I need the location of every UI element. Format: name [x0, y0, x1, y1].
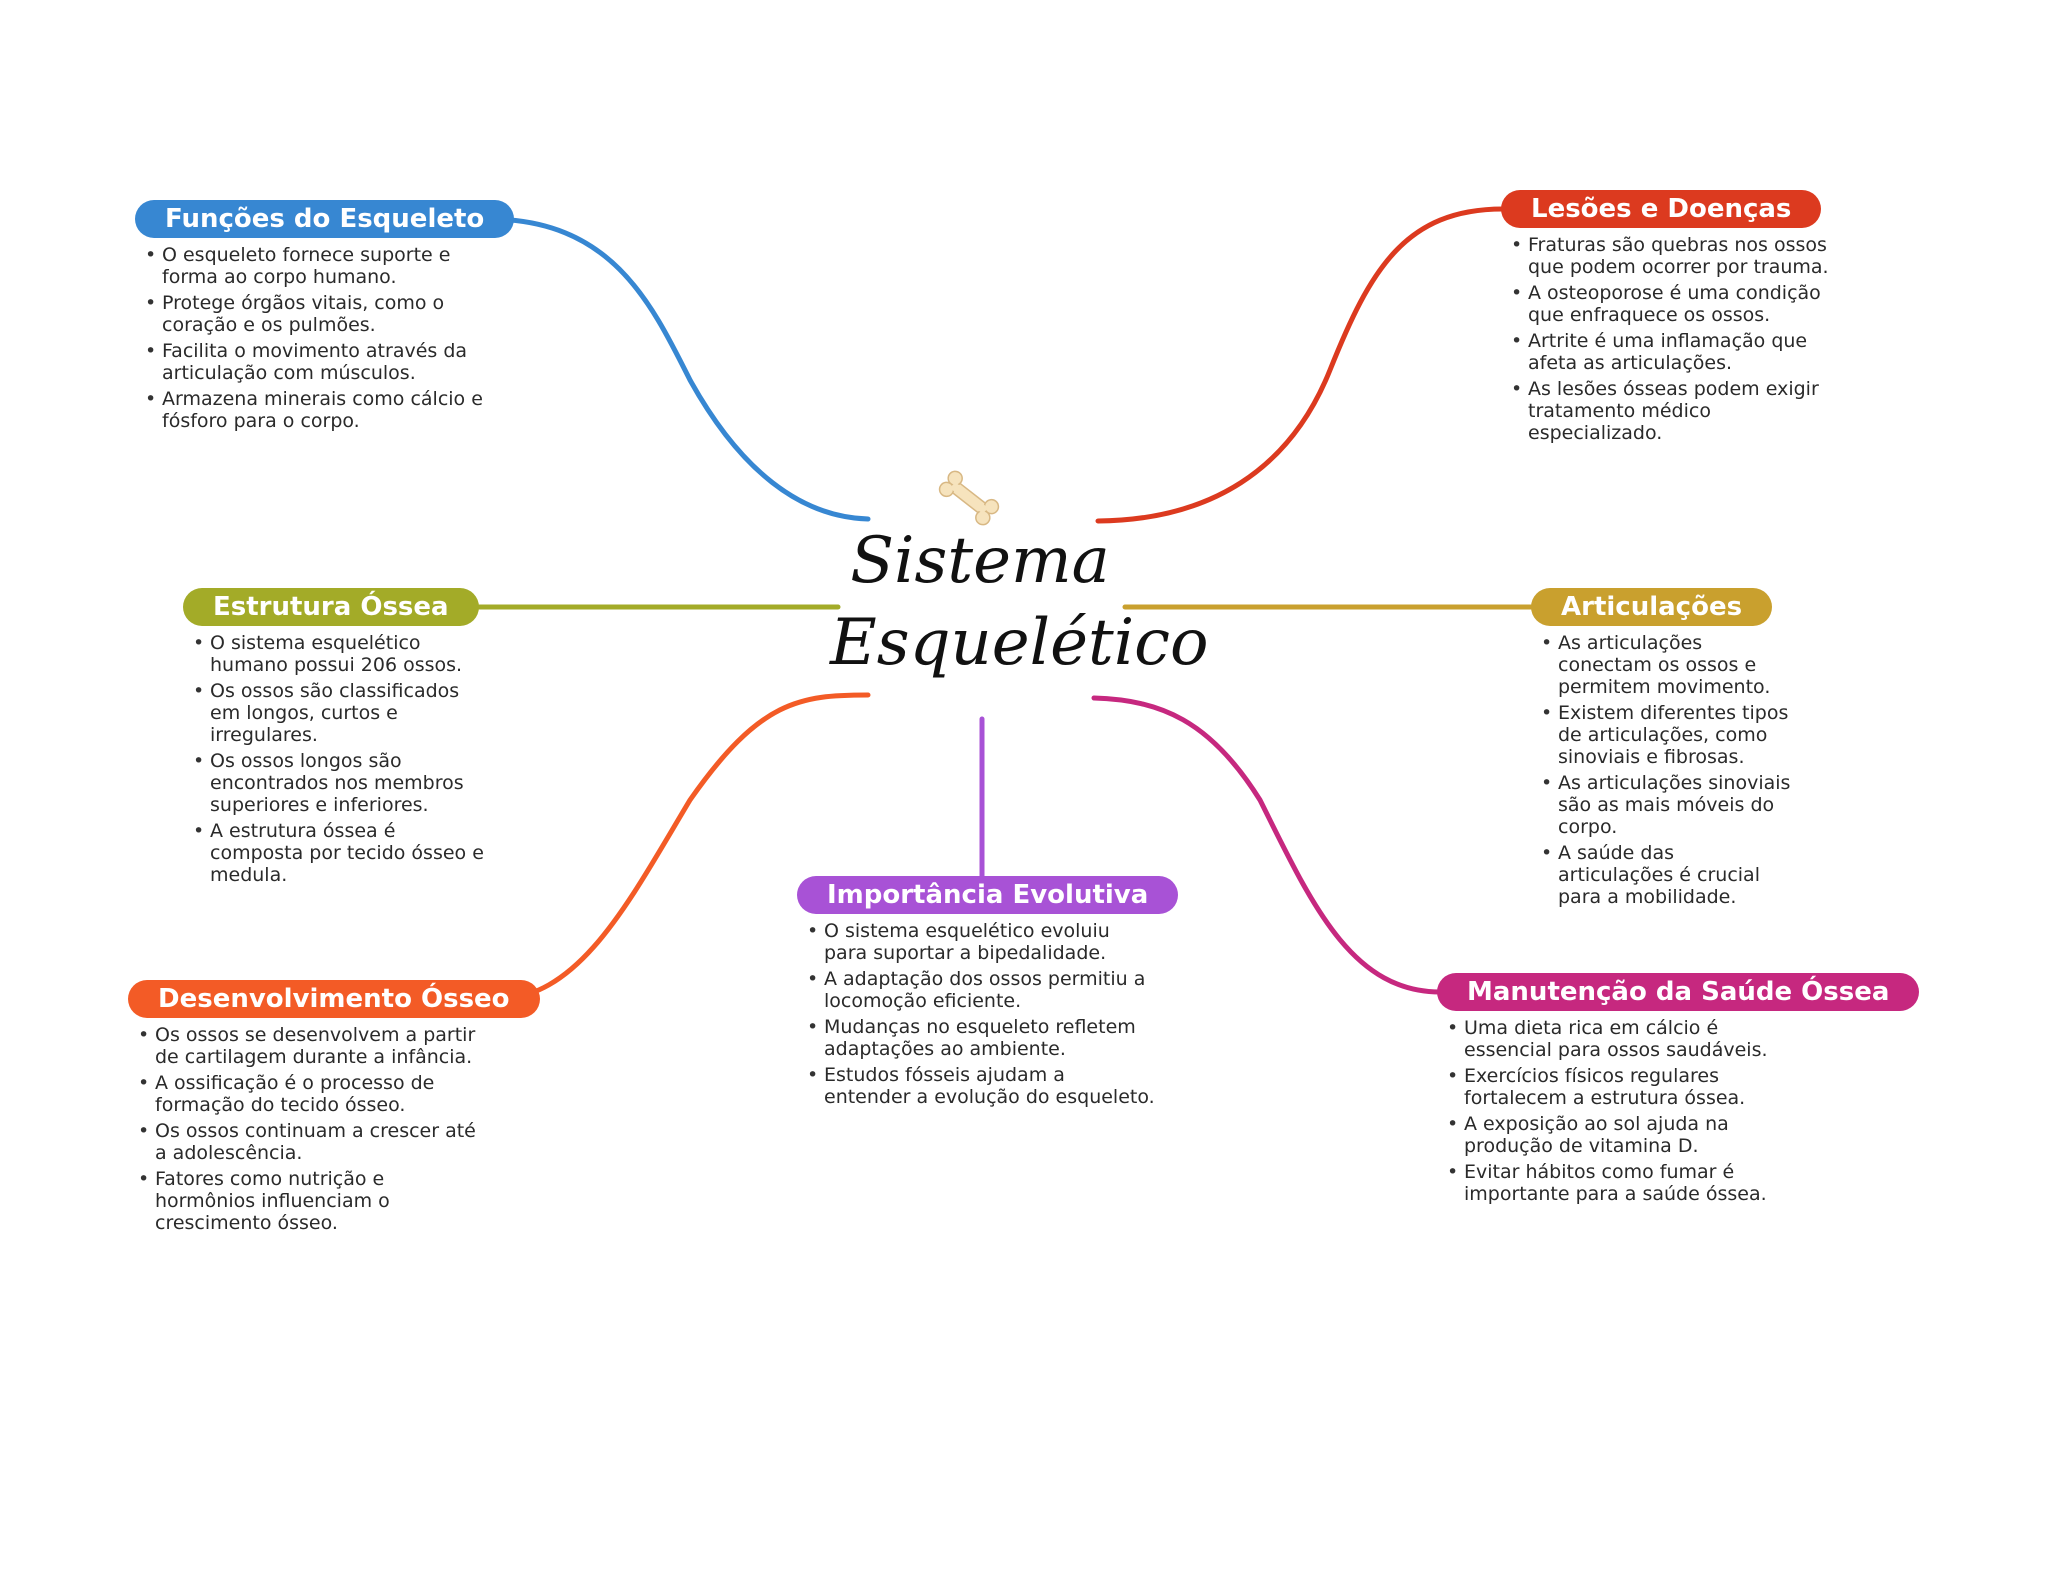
list-item: A adaptação dos ossos permitiu a locomoç… — [807, 968, 1157, 1012]
branch-item-list: Fraturas são quebras nos ossos que podem… — [1501, 234, 1831, 444]
branch-item-list: Os ossos se desenvolvem a partir de cart… — [128, 1024, 478, 1234]
branch-item-list: O sistema esquelético evoluiu para supor… — [797, 920, 1157, 1108]
list-item: Fraturas são quebras nos ossos que podem… — [1511, 234, 1831, 278]
branch-item-list: O esqueleto fornece suporte e forma ao c… — [135, 244, 485, 432]
branch-item-list: O sistema esquelético humano possui 206 … — [183, 632, 493, 886]
branch-item-list: Uma dieta rica em cálcio é essencial par… — [1437, 1017, 1807, 1205]
list-item: A saúde das articulações é crucial para … — [1541, 842, 1791, 908]
list-item: O sistema esquelético humano possui 206 … — [193, 632, 493, 676]
branch-title: Desenvolvimento Ósseo — [128, 980, 540, 1018]
list-item: Os ossos são classificados em longos, cu… — [193, 680, 493, 746]
connector-lesoes — [1095, 206, 1506, 524]
list-item: Exercícios físicos regulares fortalecem … — [1447, 1065, 1807, 1109]
bone-icon — [938, 470, 1000, 526]
connector-manutencao — [1091, 695, 1443, 995]
list-item: As articulações conectam os ossos e perm… — [1541, 632, 1791, 698]
branch-title: Manutenção da Saúde Óssea — [1437, 973, 1920, 1011]
branch-title: Funções do Esqueleto — [135, 200, 515, 238]
branch-articulacoes: Articulações As articulações conectam os… — [1531, 588, 1791, 912]
list-item: Artrite é uma inflamação que afeta as ar… — [1511, 330, 1831, 374]
list-item: Uma dieta rica em cálcio é essencial par… — [1447, 1017, 1807, 1061]
central-topic: Sistema Esquelético — [830, 520, 1209, 684]
list-item: Protege órgãos vitais, como o coração e … — [145, 292, 485, 336]
list-item: Os ossos se desenvolvem a partir de cart… — [138, 1024, 478, 1068]
branch-title: Importância Evolutiva — [797, 876, 1179, 914]
list-item: Existem diferentes tipos de articulações… — [1541, 702, 1791, 768]
branch-title: Estrutura Óssea — [183, 588, 479, 626]
list-item: O sistema esquelético evoluiu para supor… — [807, 920, 1157, 964]
connector-desenvolvimento — [494, 692, 871, 1002]
list-item: Estudos fósseis ajudam a entender a evol… — [807, 1064, 1157, 1108]
branch-desenvolvimento: Desenvolvimento Ósseo Os ossos se desenv… — [128, 980, 540, 1238]
list-item: Fatores como nutrição e hormônios influe… — [138, 1168, 478, 1234]
list-item: Os ossos longos são encontrados nos memb… — [193, 750, 493, 816]
branch-lesoes: Lesões e Doenças Fraturas são quebras no… — [1501, 190, 1831, 448]
list-item: Evitar hábitos como fumar é importante p… — [1447, 1161, 1807, 1205]
branch-evolutiva: Importância Evolutiva O sistema esquelét… — [797, 876, 1179, 1112]
branch-item-list: As articulações conectam os ossos e perm… — [1531, 632, 1791, 908]
central-topic-line1: Sistema — [850, 524, 1110, 598]
list-item: As lesões ósseas podem exigir tratamento… — [1511, 378, 1831, 444]
list-item: A estrutura óssea é composta por tecido … — [193, 820, 493, 886]
list-item: O esqueleto fornece suporte e forma ao c… — [145, 244, 485, 288]
branch-estrutura: Estrutura Óssea O sistema esquelético hu… — [183, 588, 493, 890]
branch-title: Articulações — [1531, 588, 1773, 626]
list-item: Os ossos continuam a crescer até a adole… — [138, 1120, 478, 1164]
list-item: A exposição ao sol ajuda na produção de … — [1447, 1113, 1807, 1157]
central-topic-line2: Esquelético — [830, 606, 1209, 680]
list-item: Armazena minerais como cálcio e fósforo … — [145, 388, 485, 432]
list-item: Facilita o movimento através da articula… — [145, 340, 485, 384]
list-item: Mudanças no esqueleto refletem adaptaçõe… — [807, 1016, 1157, 1060]
branch-title: Lesões e Doenças — [1501, 190, 1822, 228]
branch-funcoes: Funções do Esqueleto O esqueleto fornece… — [135, 200, 515, 436]
list-item: A osteoporose é uma condição que enfraqu… — [1511, 282, 1831, 326]
connector-funcoes — [485, 216, 871, 522]
branch-manutencao: Manutenção da Saúde Óssea Uma dieta rica… — [1437, 973, 1920, 1209]
list-item: As articulações sinoviais são as mais mó… — [1541, 772, 1791, 838]
list-item: A ossificação é o processo de formação d… — [138, 1072, 478, 1116]
